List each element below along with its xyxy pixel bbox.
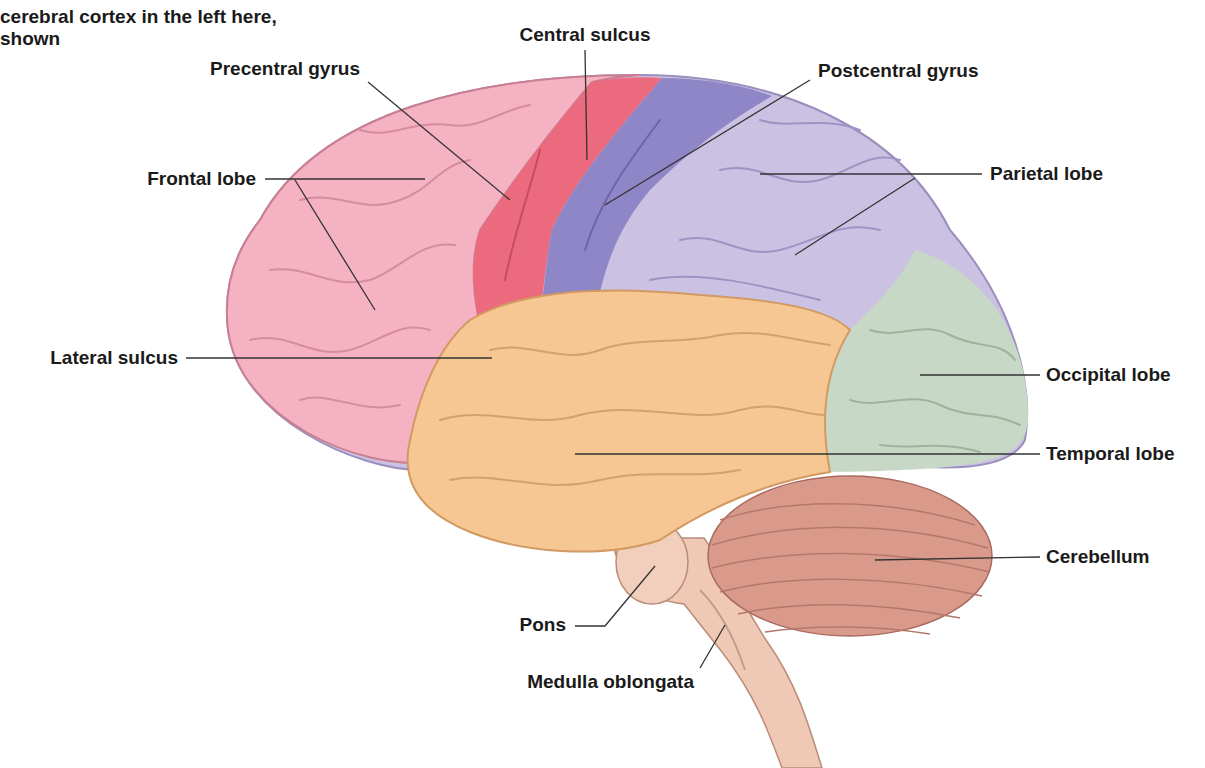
part-label: Postcentral gyrus: [818, 60, 979, 82]
part-label: Parietal lobe: [990, 163, 1103, 185]
caption-fragment: cerebral cortex in the left here, shown: [0, 6, 310, 50]
part-label: Central sulcus: [520, 24, 651, 46]
part-label: Frontal lobe: [147, 168, 256, 190]
part-label: Cerebellum: [1046, 546, 1149, 568]
part-label: Pons: [520, 614, 566, 636]
part-label: Lateral sulcus: [50, 347, 178, 369]
part-label: Temporal lobe: [1046, 443, 1174, 465]
part-label: Occipital lobe: [1046, 364, 1171, 386]
part-label: Precentral gyrus: [210, 58, 360, 80]
part-label: Medulla oblongata: [527, 671, 694, 693]
